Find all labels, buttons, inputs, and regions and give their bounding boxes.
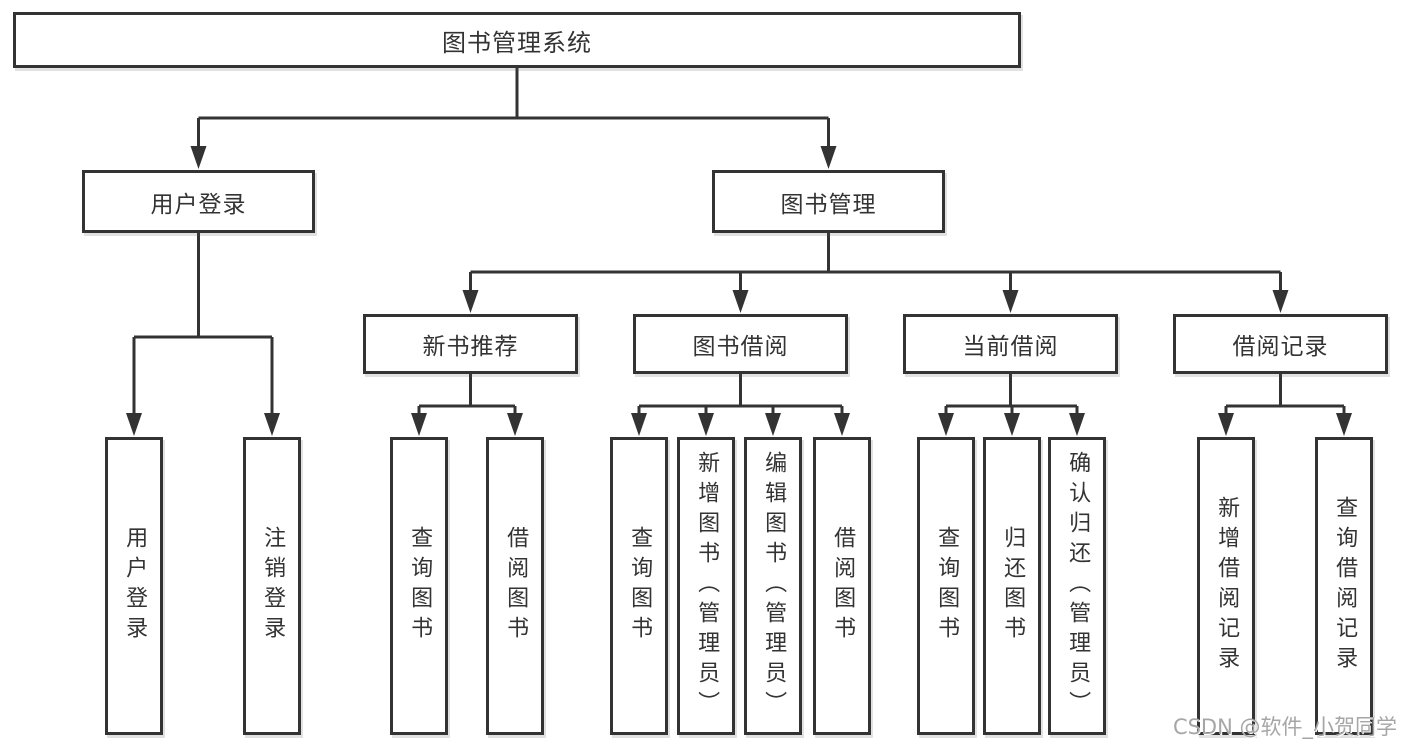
node-label: 当前借阅 [962, 334, 1059, 360]
connector-current-borrow-to-leaves [938, 374, 1085, 436]
connector-new-book-recommend-to-leaves [411, 374, 523, 436]
node-label: 归还图书 [1000, 526, 1026, 646]
node-label: 查询借阅记录 [1332, 496, 1358, 676]
node-user-login: 用户登录 [82, 170, 315, 233]
node-label: 图书管理系统 [442, 28, 592, 57]
connector-book-management-to-level2 [462, 233, 1289, 313]
node-label: 借阅图书 [503, 526, 529, 646]
leaf-borrow-books: 借阅图书 [813, 437, 871, 735]
node-label: 查询图书 [934, 526, 960, 646]
connector-user-login-to-leaves [126, 233, 280, 436]
connector-borrow-records-to-leaves [1218, 374, 1352, 436]
connector-book-borrow-to-leaves [631, 374, 850, 436]
node-label: 借阅记录 [1232, 334, 1329, 360]
leaf-add-books-admin: 新增图书（管理员） [677, 437, 735, 735]
node-book-borrow: 图书借阅 [633, 314, 848, 374]
node-book-management: 图书管理 [712, 170, 945, 233]
node-label: 确认归还（管理员） [1065, 451, 1091, 721]
node-label: 图书管理 [780, 191, 877, 218]
node-label: 编辑图书（管理员） [761, 451, 787, 721]
node-new-book-recommend: 新书推荐 [363, 314, 578, 374]
leaf-logout: 注销登录 [243, 437, 301, 735]
leaf-add-borrow-record: 新增借阅记录 [1197, 437, 1255, 735]
leaf-query-books-recommend: 查询图书 [390, 437, 448, 735]
node-label: 图书借阅 [692, 334, 789, 360]
node-borrow-records: 借阅记录 [1173, 314, 1388, 374]
connector-root-to-level1 [190, 68, 837, 169]
node-label: 查询图书 [407, 526, 433, 646]
node-label: 新书推荐 [422, 334, 519, 360]
leaf-user-login: 用户登录 [105, 437, 163, 735]
node-label: 注销登录 [260, 526, 286, 646]
node-current-borrow: 当前借阅 [903, 314, 1118, 374]
leaf-return-books: 归还图书 [983, 437, 1041, 735]
node-label: 新增图书（管理员） [694, 451, 720, 721]
node-label: 新增借阅记录 [1214, 496, 1240, 676]
node-label: 借阅图书 [830, 526, 856, 646]
node-label: 查询图书 [627, 526, 653, 646]
leaf-confirm-return-admin: 确认归还（管理员） [1048, 437, 1106, 735]
leaf-query-books-borrow: 查询图书 [610, 437, 668, 735]
node-label: 用户登录 [122, 526, 148, 646]
leaf-borrow-books-recommend: 借阅图书 [486, 437, 544, 735]
leaf-query-borrow-record: 查询借阅记录 [1315, 437, 1373, 735]
node-label: 用户登录 [150, 191, 247, 218]
leaf-query-books-current: 查询图书 [917, 437, 975, 735]
node-library-management-system: 图书管理系统 [13, 12, 1021, 68]
leaf-edit-books-admin: 编辑图书（管理员） [744, 437, 802, 735]
watermark: CSDN @软件_小贺同学 [1172, 715, 1397, 739]
